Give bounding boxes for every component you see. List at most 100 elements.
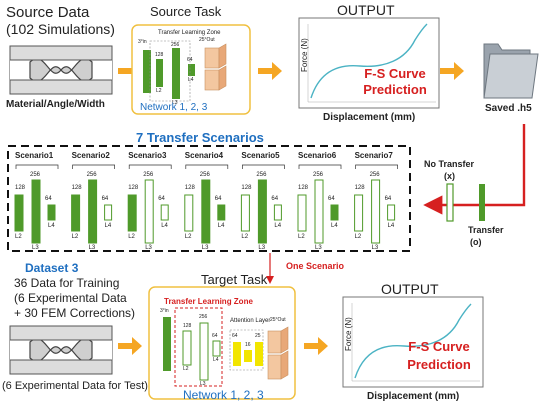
- source-data-title: Source Data: [6, 4, 90, 21]
- scenario-5-layer-l3: [257, 179, 267, 244]
- scenario-7-layer-l3: [371, 179, 381, 244]
- top-chart-line2: Prediction: [363, 82, 427, 97]
- scenario-3-n256: 256: [143, 172, 154, 178]
- folder-icon: [483, 43, 539, 99]
- scenario-5-layer-l4: [273, 204, 282, 221]
- test-caption: (6 Experimental Data for Test): [2, 380, 148, 392]
- scenario-5-brace: [242, 164, 285, 169]
- dataset3-title: Dataset 3: [25, 261, 79, 275]
- specimen-image-top: [9, 45, 113, 95]
- scenario-7-layer-l2: [354, 194, 364, 232]
- scenario-6-layer-l2: [297, 194, 307, 232]
- scenario-3-title: Scenario3: [128, 151, 167, 160]
- arrow-to-saved: [440, 62, 464, 80]
- scenario-5-n64: 64: [271, 196, 279, 202]
- no-transfer-label: No Transfer: [424, 159, 475, 169]
- source-task-title: Source Task: [150, 4, 222, 19]
- scenario-2-brace: [72, 164, 115, 169]
- scenario-5-l4: L4: [274, 223, 282, 229]
- scenario-3-layer-l3: [144, 179, 154, 244]
- scenario-7-l2: L2: [354, 234, 362, 240]
- scenario-6-title: Scenario6: [298, 151, 337, 160]
- scenario-1-layer-l2: [14, 194, 24, 232]
- target-l2: L2: [183, 366, 189, 372]
- transfer-symbol: (o): [470, 237, 482, 247]
- top-output-title: OUTPUT: [337, 2, 395, 18]
- scenario-2-title: Scenario2: [71, 151, 110, 160]
- scenario-1-l3: L3: [32, 245, 39, 251]
- scenario-6-layer-l3: [314, 179, 324, 244]
- source-n128: 128: [155, 52, 164, 58]
- source-n256: 256: [171, 42, 180, 48]
- scenario-6-brace: [298, 164, 342, 169]
- scenario-2-layer-l4: [104, 204, 113, 221]
- no-transfer-marker: [446, 183, 454, 222]
- scenario-4-n256: 256: [199, 172, 210, 178]
- one-scenario-label: One Scenario: [286, 261, 345, 271]
- target-in-label: 3°in: [160, 308, 169, 314]
- source-in-label: 3°in: [138, 39, 147, 45]
- scenario-5-l3: L3: [258, 245, 266, 251]
- scenario-2-n64: 64: [101, 196, 109, 202]
- scenario-5-title: Scenario5: [241, 151, 280, 160]
- target-network-layers: [163, 317, 289, 381]
- scenario-6-l3: L3: [315, 245, 322, 251]
- scenario-3-l2: L2: [128, 234, 135, 240]
- target-network-label: Network 1, 2, 3: [183, 388, 264, 402]
- bottom-output-chart: [342, 296, 484, 388]
- scenario-2-layer-l3: [88, 179, 98, 244]
- scenario-6-n128: 128: [298, 185, 309, 191]
- scenario-4-n128: 128: [184, 185, 195, 191]
- source-network-label: Network 1, 2, 3: [140, 102, 208, 113]
- scenario-6-layer-l4: [330, 204, 339, 221]
- scenario-2-l2: L2: [71, 234, 79, 240]
- scenario-5-layer-l2: [240, 194, 250, 232]
- scenario-7-n64: 64: [384, 196, 392, 202]
- top-xlabel: Displacement (mm): [323, 112, 416, 123]
- scenario-1-title: Scenario1: [15, 151, 54, 160]
- target-n64: 64: [212, 333, 218, 339]
- scenario-1-brace: [15, 164, 59, 169]
- scenario-7-n256: 256: [369, 172, 380, 178]
- scenario-3-layer-l4: [160, 204, 169, 221]
- top-ylabel: Force (N): [300, 38, 309, 72]
- bottom-chart-line2: Prediction: [407, 357, 471, 372]
- bottom-xlabel: Displacement (mm): [367, 391, 460, 402]
- scenario-7-layer-l4: [387, 204, 396, 221]
- source-l3: L3: [172, 100, 178, 106]
- scenario-1-l4: L4: [48, 223, 55, 229]
- target-out-label: 25°Out: [270, 317, 286, 323]
- target-task-title: Target Task: [201, 272, 268, 287]
- scenario-2-n256: 256: [86, 172, 97, 178]
- scenario-7-title: Scenario7: [354, 151, 393, 160]
- scenario-4-n64: 64: [214, 196, 222, 202]
- arrow-to-output: [258, 62, 282, 80]
- source-data-subtitle: (102 Simulations): [6, 21, 115, 37]
- scenario-6-l2: L2: [298, 234, 305, 240]
- top-output-chart: [298, 17, 440, 109]
- no-transfer-symbol: (x): [444, 171, 455, 181]
- arrow-to-bottom-output: [304, 337, 328, 355]
- source-n64: 64: [187, 57, 193, 63]
- attention-n64: 64: [232, 333, 238, 339]
- attention-n16: 16: [245, 342, 251, 348]
- attention-n25: 25: [255, 333, 261, 339]
- dataset3-line2: (6 Experimental Data: [14, 291, 127, 305]
- specimen-image-bottom: [9, 325, 113, 375]
- scenario-3-layer-l2: [127, 194, 137, 232]
- scenario-5-l2: L2: [241, 234, 249, 240]
- scenario-6-n256: 256: [313, 172, 324, 178]
- arrow-to-target-task: [118, 337, 142, 355]
- scenario-layer-shapes: [14, 164, 398, 244]
- scenario-1-layer-l3: [31, 179, 41, 244]
- dataset3-line1: 36 Data for Training: [14, 276, 120, 290]
- scenario-4-layer-l4: [217, 204, 226, 221]
- scenario-6-l4: L4: [331, 223, 338, 229]
- scenario-2-l4: L4: [104, 223, 112, 229]
- scenario-1-l2: L2: [15, 234, 22, 240]
- attention-label: Attention Layer: [230, 318, 271, 324]
- scenario-4-layer-l2: [184, 194, 194, 232]
- source-l2: L2: [156, 88, 162, 94]
- scenario-7-l4: L4: [387, 223, 395, 229]
